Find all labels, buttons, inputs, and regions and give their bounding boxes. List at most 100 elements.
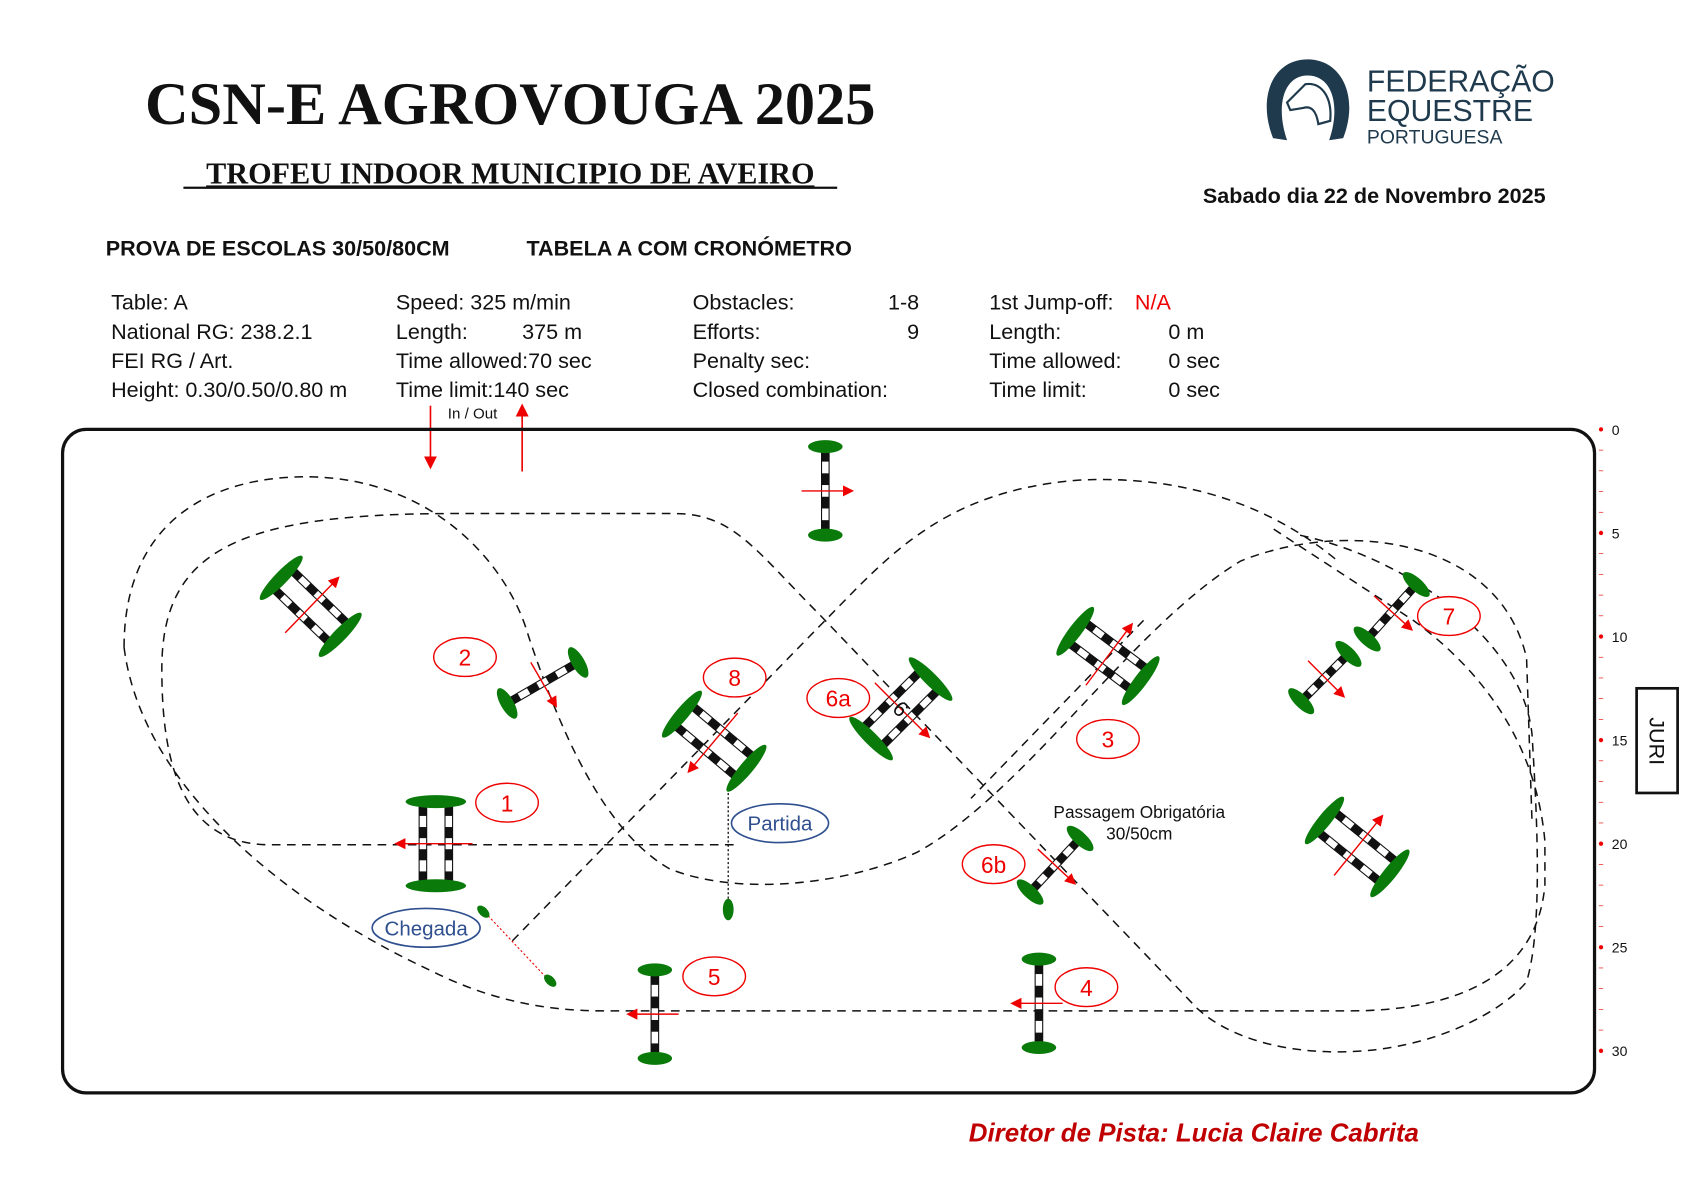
obstacle-5: [626, 963, 679, 1065]
wing-stand-icon: [908, 657, 953, 701]
pole-stripe: [1117, 645, 1131, 659]
obstacle-unnumbered-top: [801, 440, 855, 542]
obstacle-7a: [1288, 640, 1362, 715]
info-jo-time-allowed-label: Time allowed:: [989, 348, 1121, 373]
pole-stripe: [445, 827, 453, 839]
pole-stripe: [1312, 677, 1325, 690]
horse-head-icon: [1285, 83, 1332, 126]
number-7: 7: [1416, 595, 1481, 637]
pole-stripe: [1333, 843, 1348, 857]
wing-stand-icon: [405, 795, 467, 809]
pole-stripe: [419, 849, 427, 861]
info-national-rg: National RG: 238.2.1: [111, 319, 312, 344]
wing-stand-icon: [567, 647, 589, 678]
logo-line2: EQUESTRE: [1367, 95, 1533, 128]
number-6b: 6b: [961, 844, 1026, 885]
wing-stand-icon: [1021, 1041, 1057, 1055]
course-designer: Diretor de Pista: Lucia Claire Cabrita: [969, 1119, 1419, 1147]
svg-text:4: 4: [1080, 975, 1093, 1001]
wing-stand-icon: [1021, 952, 1057, 966]
wing-stand-icon: [1288, 688, 1315, 715]
svg-text:1: 1: [501, 790, 514, 816]
pole-stripe: [892, 685, 907, 699]
pole-stripe: [911, 703, 925, 717]
wing-stand-icon: [1335, 640, 1362, 667]
info-block: Table: A National RG: 238.2.1 FEI RG / A…: [111, 290, 1220, 402]
ruler-tick: [1598, 634, 1604, 639]
info-jo-length-label: Length:: [989, 319, 1061, 344]
pole-stripe: [320, 598, 334, 611]
direction-arrow-icon: [1333, 814, 1384, 876]
juri-label: JURI: [1645, 717, 1670, 765]
start-label: Partida: [748, 813, 814, 836]
pole-stripe: [1055, 852, 1068, 865]
wing-stand-icon: [1304, 796, 1345, 845]
pole-stripe: [651, 996, 659, 1009]
finish-flag-icon: [477, 905, 490, 918]
course-track: [123, 476, 1546, 1053]
info-jo-length-value: 0 m: [1168, 319, 1204, 344]
obstacles: [259, 440, 1430, 1065]
pole-stripe: [1035, 1009, 1043, 1021]
pole-stripe: [305, 583, 319, 596]
arena-boundary: [60, 427, 1597, 1095]
info-jo-time-allowed-value: 0 sec: [1168, 348, 1220, 373]
info-efforts-value: 9: [907, 319, 919, 344]
track-segment: [970, 619, 1145, 799]
pole-stripe: [707, 717, 721, 731]
wing-stand-icon: [405, 879, 467, 893]
federation-logo: FEDERAÇÃO EQUESTRE PORTUGUESA: [1266, 59, 1555, 149]
ruler-label: 20: [1612, 836, 1628, 852]
info-efforts-label: Efforts:: [693, 319, 761, 344]
pole-stripe: [877, 700, 891, 715]
wing-stand-icon: [1016, 879, 1044, 905]
wing-stand-icon: [849, 716, 893, 761]
obstacle-1: [394, 795, 473, 893]
pole-stripe: [1300, 690, 1313, 702]
pole-stripe: [419, 827, 427, 839]
obstacle-unnumbered-left: [259, 555, 362, 657]
finish-label: Chegada: [385, 917, 469, 940]
logo-line1: FEDERAÇÃO: [1367, 65, 1555, 99]
info-fei-rg: FEI RG / Art.: [111, 348, 233, 373]
class-name: PROVA DE ESCOLAS 30/50/80CM: [106, 236, 450, 261]
number-1: 1: [475, 782, 540, 823]
obstacle-6b: [1016, 825, 1094, 905]
info-jumpoff-label: 1st Jump-off:: [989, 290, 1113, 315]
wing-stand-icon: [808, 440, 843, 454]
pole-stripe: [1350, 823, 1364, 837]
pole-stripe: [895, 719, 909, 733]
pole-stripe: [690, 737, 705, 751]
svg-text:3: 3: [1102, 727, 1115, 753]
svg-text:6b: 6b: [981, 852, 1006, 878]
track-segment: [161, 512, 1539, 1053]
pole-stripe: [1100, 632, 1114, 646]
wing-stand-icon: [637, 1051, 673, 1065]
wing-stand-icon: [1066, 825, 1094, 852]
svg-text:2: 2: [459, 645, 472, 671]
pole-stripe: [821, 496, 830, 509]
wing-stand-icon: [1402, 571, 1430, 597]
info-table: Table: A: [111, 290, 188, 315]
ruler-label: 0: [1612, 422, 1620, 438]
logo-line3: PORTUGUESA: [1367, 127, 1503, 149]
number-6a: 6a: [806, 677, 871, 719]
number-8: 8: [702, 657, 767, 698]
mandatory-passage-label: Passagem Obrigatória: [1053, 802, 1225, 822]
obstacle-numbers: 1 2 3 4 5 6a 6b 7 8: [432, 595, 1481, 1008]
direction-arrow-icon: [284, 576, 340, 634]
pole-stripe: [445, 849, 453, 861]
ruler-tick: [1598, 945, 1604, 950]
pole-stripe: [1035, 985, 1043, 998]
pole-stripe: [1102, 666, 1116, 680]
obstacle-unnumbered-right: [1304, 796, 1410, 898]
juri-box: [1635, 686, 1679, 795]
wing-stand-icon: [318, 612, 362, 657]
pole-stripe: [1350, 857, 1365, 871]
start-label-oval: [730, 802, 830, 844]
start-flag-icon: [722, 898, 734, 921]
ruler-label: 10: [1612, 629, 1628, 645]
wing-stand-icon: [661, 690, 703, 738]
